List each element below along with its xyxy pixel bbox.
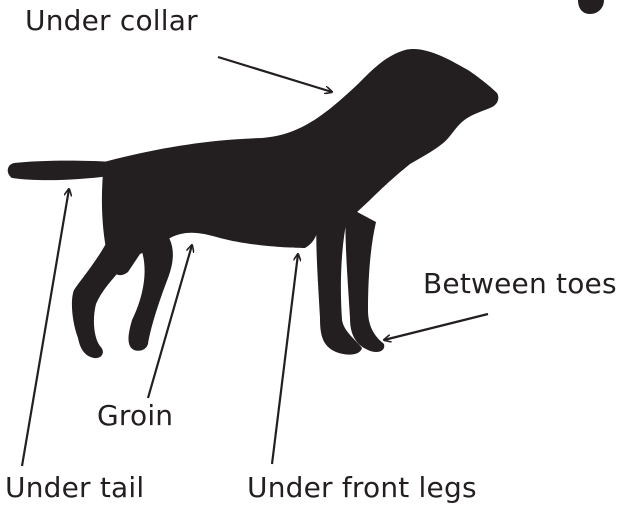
label-under-tail: Under tail bbox=[5, 474, 144, 502]
label-under-front-legs: Under front legs bbox=[247, 474, 477, 502]
corner-logo-icon bbox=[578, 0, 604, 14]
dog-hind-leg-left bbox=[72, 236, 122, 358]
dog-silhouette bbox=[8, 49, 499, 358]
label-under-collar: Under collar bbox=[25, 7, 198, 35]
arrow-under-tail bbox=[22, 189, 69, 466]
dog-front-leg-right bbox=[345, 206, 384, 352]
dog-tail bbox=[8, 161, 112, 181]
label-between-toes: Between toes bbox=[423, 270, 617, 298]
arrow-under-collar bbox=[218, 57, 332, 92]
arrow-between-toes bbox=[384, 314, 488, 340]
label-groin: Groin bbox=[97, 402, 173, 430]
arrow-under-front-legs bbox=[272, 254, 298, 464]
